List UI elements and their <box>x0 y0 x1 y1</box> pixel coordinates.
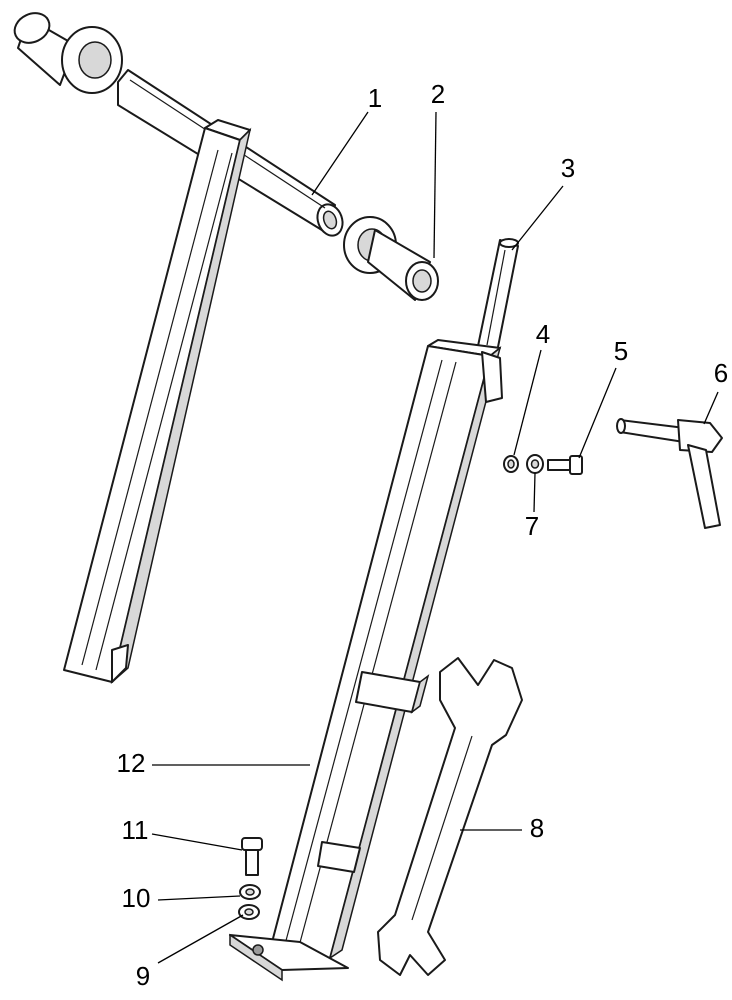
leader-1 <box>311 111 369 196</box>
callout-9: 9 <box>136 961 150 991</box>
callout-1: 1 <box>368 83 382 113</box>
callout-labels: 1 2 3 4 5 6 7 8 9 10 11 12 <box>117 79 729 991</box>
part-2-grip-right <box>343 216 439 301</box>
part-10-washer <box>239 884 261 900</box>
callout-6: 6 <box>714 358 728 388</box>
part-1-t-bar-frame <box>63 69 344 685</box>
part-7-washer <box>526 454 544 474</box>
callout-7: 7 <box>525 511 539 541</box>
leader-7 <box>533 472 536 513</box>
leader-4 <box>513 349 542 456</box>
part-9-washer <box>238 904 260 920</box>
part-8-spanner <box>377 657 523 976</box>
part-11-bolt <box>241 837 263 876</box>
callout-12: 12 <box>117 748 146 778</box>
part-2-grip-left <box>13 12 123 94</box>
leader-lines <box>151 111 719 964</box>
leader-3 <box>511 185 564 251</box>
leader-10 <box>157 895 241 901</box>
callout-4: 4 <box>536 319 550 349</box>
part-12-lower-column <box>229 339 503 982</box>
part-6-clamp-lever <box>616 418 723 529</box>
callout-8: 8 <box>530 813 544 843</box>
callout-11: 11 <box>122 815 149 845</box>
part-3-pin <box>477 238 519 353</box>
callout-2: 2 <box>431 79 445 109</box>
leader-11 <box>151 833 243 851</box>
callout-10: 10 <box>122 883 151 913</box>
leader-6 <box>703 391 719 425</box>
leader-9 <box>157 914 244 964</box>
part-5-screw <box>547 455 583 475</box>
part-4-washer <box>503 455 519 473</box>
leader-2 <box>433 111 437 259</box>
callout-3: 3 <box>561 153 575 183</box>
leader-5 <box>578 367 617 459</box>
callout-5: 5 <box>614 336 628 366</box>
